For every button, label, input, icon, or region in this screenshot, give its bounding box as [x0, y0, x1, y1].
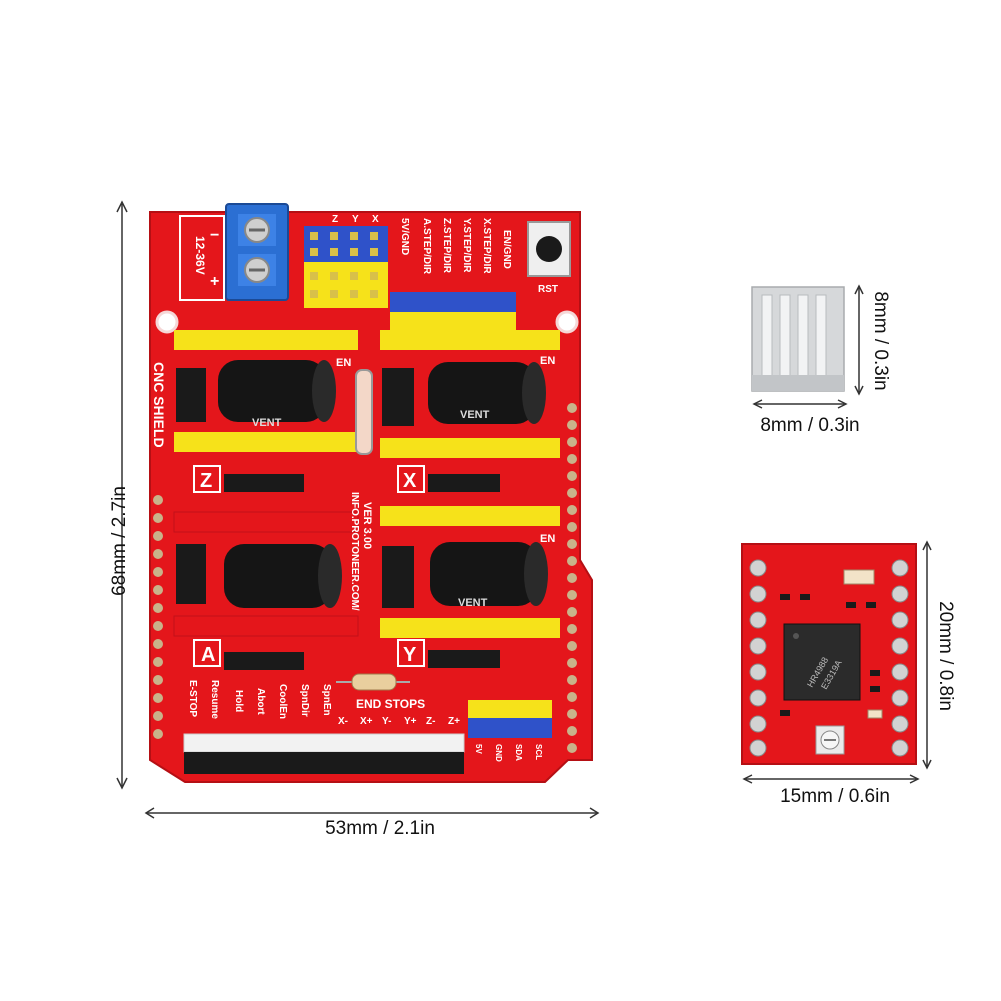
endstop-y-minus: Y-: [382, 716, 391, 727]
control-pin-abort: Abort: [255, 688, 266, 715]
top-pin-label-y: Y: [352, 214, 359, 225]
endstop-y-plus: Y+: [404, 716, 417, 727]
driver-socket-z: [174, 330, 358, 452]
shield-width-label: 53mm / 2.1in: [325, 818, 435, 839]
axis-label-x: X: [403, 470, 417, 492]
stepper-driver-board: HR4988 E3319A: [741, 543, 917, 765]
glass-fuse: [355, 369, 373, 455]
heatsink-width-arrow: [752, 399, 848, 409]
power-label: 12-36V: [193, 236, 207, 275]
step-dir-label-3: Z.STEP/DIR: [441, 218, 452, 274]
right-edge-pins: [567, 403, 577, 753]
potentiometer: [815, 725, 845, 755]
axis-label-a: A: [201, 644, 215, 666]
cnc-shield-board: 12-36V − + Z Y X 5V/GND A.STEP/DIR Z.STE…: [149, 203, 593, 783]
shield-height-label: 68mm / 2.7in: [109, 486, 130, 596]
heatsink: [751, 286, 845, 392]
en-label-2: EN: [540, 355, 555, 367]
control-pin-spndir: SpnDir: [299, 684, 310, 717]
control-pin-estop: E-STOP: [187, 680, 198, 717]
shield-width-arrow: [144, 807, 600, 819]
top-pin-label-z: Z: [332, 214, 338, 225]
capacitor-3: [224, 544, 342, 608]
version-text: VER 3.00: [361, 502, 373, 549]
screw-terminal: [225, 203, 289, 301]
capacitor-4: [430, 542, 548, 606]
control-pin-coolen: CoolEn: [277, 684, 288, 719]
en-label-3: EN: [540, 533, 555, 545]
driver-socket-y: [380, 506, 560, 638]
shield-title: CNC SHIELD: [151, 362, 167, 448]
serial-header: [468, 700, 552, 738]
step-dir-header: [390, 292, 516, 312]
en-label-1: EN: [336, 357, 351, 369]
reset-button[interactable]: [527, 221, 571, 277]
capacitor-2: [428, 362, 546, 424]
control-pin-resume: Resume: [209, 680, 220, 719]
end-stops-label: END STOPS: [356, 697, 425, 711]
driver-width-label: 15mm / 0.6in: [780, 786, 890, 807]
step-dir-label-4: Y.STEP/DIR: [461, 218, 472, 273]
heatsink-width-label: 8mm / 0.3in: [760, 415, 860, 436]
left-edge-pins: [153, 495, 163, 739]
serial-pin-gnd: GND: [494, 744, 503, 762]
step-dir-label-5: X.STEP/DIR: [481, 218, 492, 274]
endstop-x-minus: X-: [338, 716, 348, 727]
serial-pin-sda: SDA: [514, 744, 523, 761]
endstop-z-plus: Z+: [448, 716, 460, 727]
step-dir-label-6: EN/GND: [501, 230, 512, 269]
power-minus: −: [210, 227, 219, 244]
endstop-x-plus: X+: [360, 716, 373, 727]
top-pin-label-x: X: [372, 214, 379, 225]
capacitor-1: [218, 360, 336, 422]
serial-pin-scl: SCL: [534, 744, 543, 760]
axis-label-z: Z: [200, 470, 212, 492]
rst-label: RST: [538, 284, 558, 295]
driver-height-label: 20mm / 0.8in: [935, 601, 956, 711]
step-dir-label-2: A.STEP/DIR: [421, 218, 432, 275]
heatsink-height-label: 8mm / 0.3in: [870, 291, 891, 391]
serial-pin-5v: 5V: [474, 744, 483, 754]
step-dir-label-1: 5V/GND: [399, 218, 410, 255]
driver-socket-a: [173, 511, 359, 637]
driver-socket-x: [380, 330, 560, 458]
power-plus: +: [210, 273, 219, 290]
control-pin-hold: Hold: [233, 690, 244, 712]
capacitor-label-1: VENT: [252, 417, 282, 429]
shield-height-arrow: [116, 200, 128, 790]
driver-chip: [783, 623, 861, 701]
top-jumper-headers: [304, 226, 388, 308]
axis-label-y: Y: [403, 644, 417, 666]
driver-width-arrow: [742, 774, 920, 784]
driver-height-arrow: [922, 540, 932, 770]
bottom-control-header: [183, 733, 465, 774]
capacitor-label-2: VENT: [460, 409, 490, 421]
resistor: [336, 673, 410, 691]
endstop-z-minus: Z-: [426, 716, 435, 727]
heatsink-height-arrow: [854, 284, 864, 396]
control-pin-spnen: SpnEn: [321, 684, 332, 716]
site-text: INFO.PROTONEER.COM/: [349, 492, 360, 611]
capacitor-label-4: VENT: [458, 597, 488, 609]
